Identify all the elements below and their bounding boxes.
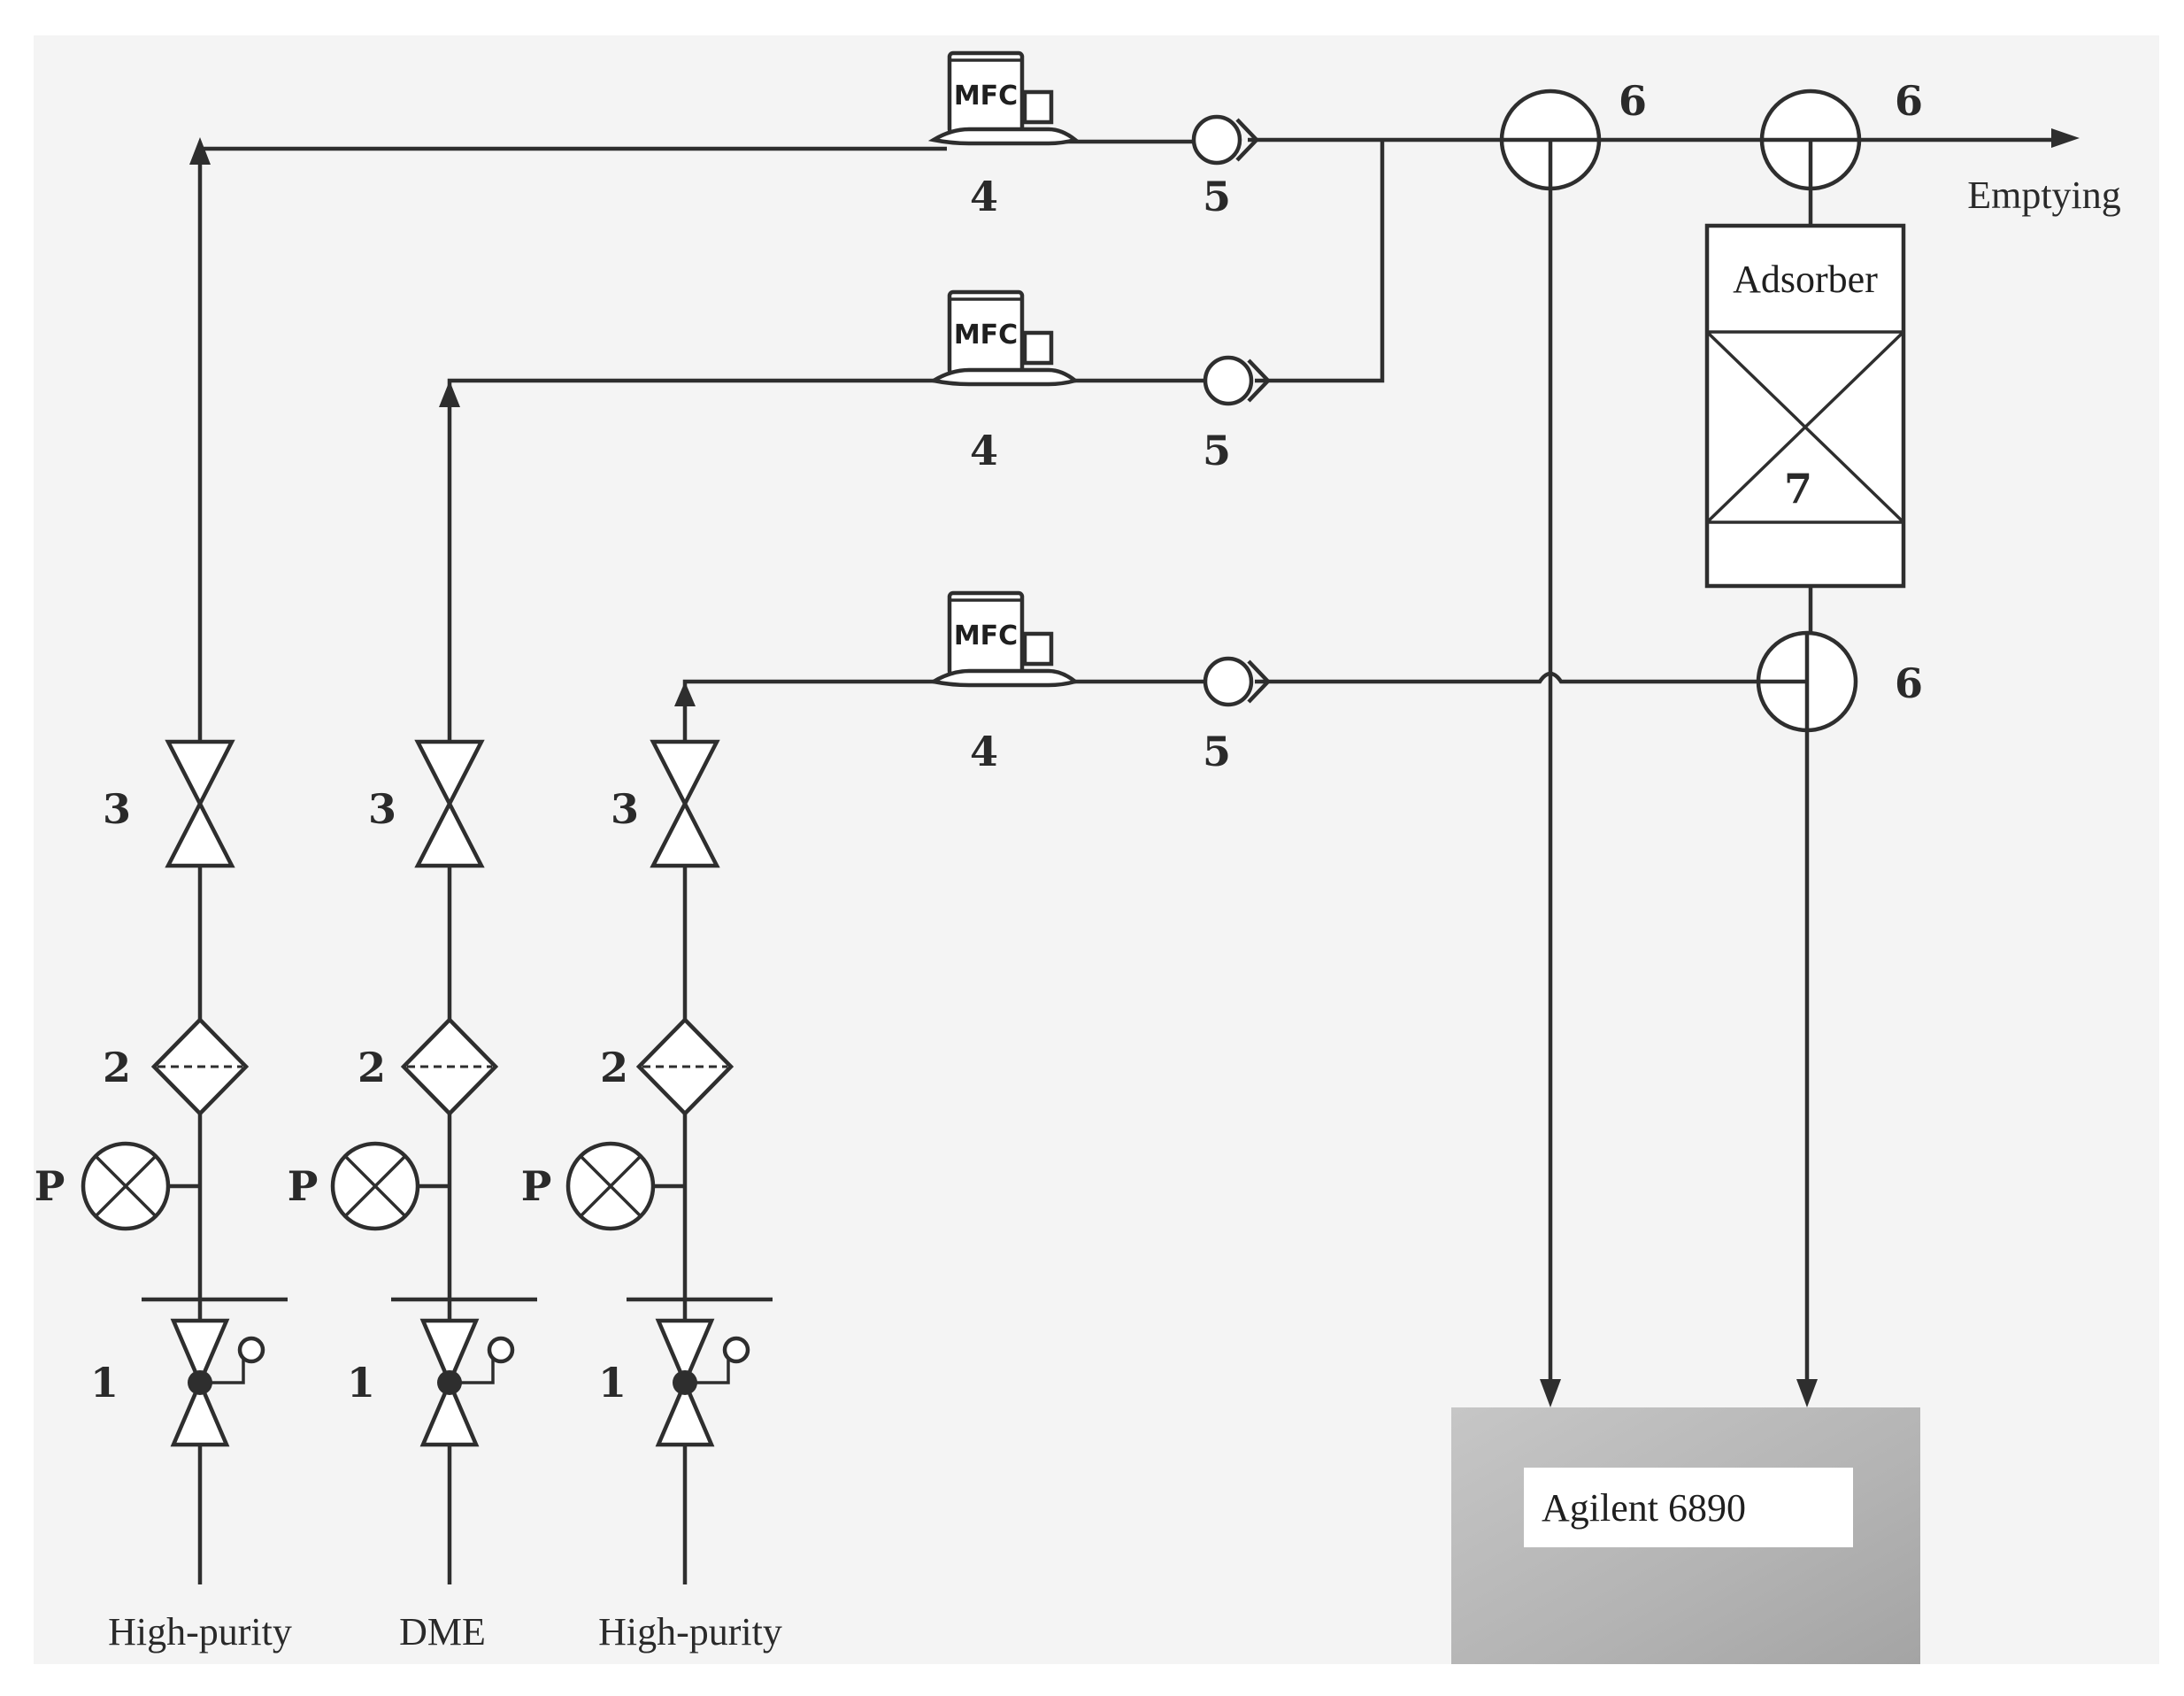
- num-5-a: 5: [1203, 173, 1231, 220]
- num-6-c: 6: [1895, 659, 1923, 707]
- pressure-gauge-c: [565, 1141, 685, 1231]
- num-3-a: 3: [103, 785, 131, 833]
- adsorber-label: Adsorber: [1733, 258, 1878, 301]
- three-way-valve-1: [1499, 89, 1602, 191]
- source-right-label: High-purity: [598, 1610, 782, 1654]
- emptying-label: Emptying: [1967, 173, 2121, 217]
- three-way-valve-3: [1756, 630, 1858, 733]
- num-4-b: 4: [970, 427, 998, 474]
- pressure-label-a: P: [35, 1162, 65, 1210]
- agilent-6890-label-box: [1524, 1468, 1853, 1547]
- mfc-a: [927, 50, 1080, 146]
- adsorber-column: [1704, 223, 1906, 589]
- regulator-1-b: [391, 1297, 537, 1447]
- mfc-a-label: MFC: [954, 81, 1018, 112]
- valve-3-a: [165, 739, 235, 868]
- num-6-a: 6: [1619, 77, 1647, 125]
- num-1-a: 1: [90, 1359, 119, 1407]
- agilent-6890-label: Agilent 6890: [1542, 1486, 1746, 1530]
- filter-2-a: [150, 1016, 250, 1117]
- valve-3-b: [414, 739, 485, 868]
- source-middle-label: DME: [399, 1610, 486, 1654]
- valve-3-c: [650, 739, 720, 868]
- pressure-label-c: P: [521, 1162, 552, 1210]
- regulator-1-a: [142, 1297, 288, 1447]
- num-4-c: 4: [970, 728, 998, 775]
- check-valve-b: [1203, 355, 1272, 406]
- num-1-b: 1: [347, 1359, 375, 1407]
- check-valve-c: [1203, 656, 1272, 707]
- mfc-c-label: MFC: [954, 621, 1018, 651]
- regulator-1-c: [627, 1297, 773, 1447]
- emptying-arrow-icon: [2051, 128, 2080, 148]
- check-valve-a: [1191, 114, 1260, 166]
- mfc-b: [927, 289, 1080, 387]
- num-3-b: 3: [368, 785, 396, 833]
- pressure-gauge-b: [330, 1141, 450, 1231]
- sample-line-1-arrow-icon: [1540, 1379, 1561, 1407]
- filter-2-b: [400, 1016, 499, 1117]
- filter-2-c: [635, 1016, 734, 1117]
- sample-line-2-arrow-icon: [1796, 1379, 1818, 1407]
- source-left-label: High-purity: [108, 1610, 292, 1654]
- num-2-a: 2: [103, 1044, 131, 1091]
- num-5-c: 5: [1203, 728, 1231, 775]
- line-c-arrow-icon: [674, 682, 696, 706]
- pressure-label-b: P: [288, 1162, 319, 1210]
- num-3-c: 3: [611, 785, 639, 833]
- num-7: 7: [1784, 465, 1812, 513]
- three-way-valve-2: [1759, 89, 1862, 191]
- mfc-c: [927, 590, 1080, 688]
- line-b-arrow-icon: [439, 381, 460, 407]
- pressure-gauge-a: [81, 1141, 200, 1231]
- line-a-arrow-icon: [189, 137, 211, 165]
- num-6-b: 6: [1895, 77, 1923, 125]
- num-2-b: 2: [358, 1044, 386, 1091]
- num-4-a: 4: [970, 173, 998, 220]
- num-2-c: 2: [600, 1044, 628, 1091]
- num-1-c: 1: [598, 1359, 627, 1407]
- num-5-b: 5: [1203, 427, 1231, 474]
- mfc-b-label: MFC: [954, 320, 1018, 351]
- line-b-pipe-3: [1255, 140, 1385, 383]
